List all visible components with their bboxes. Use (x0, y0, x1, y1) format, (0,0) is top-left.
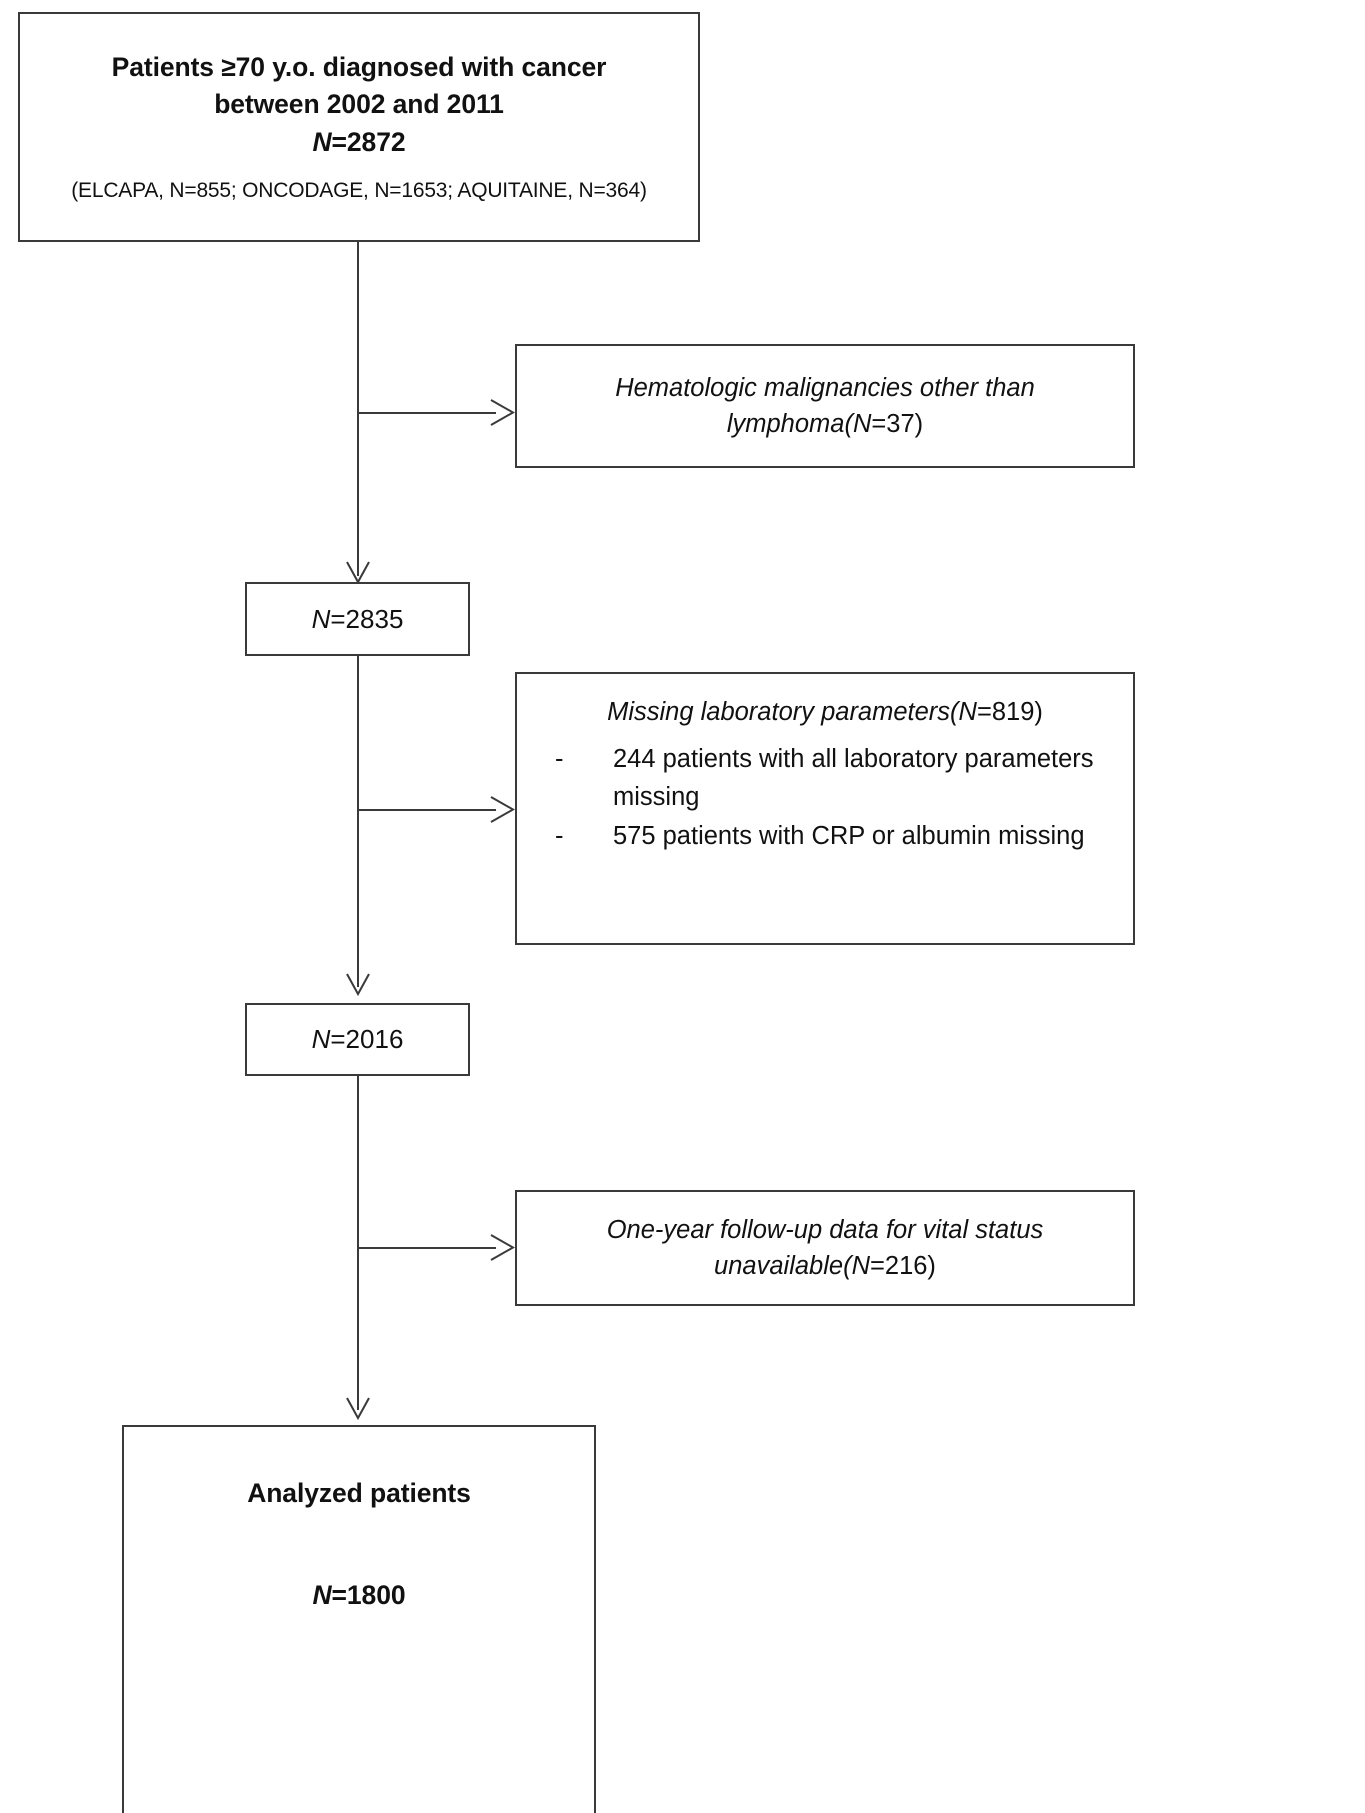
analyzed-n-symbol: N (312, 1579, 332, 1610)
bullet-text: 244 patients with all laboratory paramet… (613, 745, 1094, 812)
node-analyzed-patients: Analyzed patients N=1800 (122, 1425, 596, 1813)
connector-count2-to-analyzed (357, 1075, 359, 1410)
exclusion1-line-2: lymphoma(N=37) (537, 406, 1113, 442)
exclusion1-n-symbol: (N (844, 410, 872, 438)
node-exclusion-hematologic: Hematologic malignancies other than lymp… (515, 344, 1135, 468)
count1-n-symbol: N (311, 603, 331, 634)
analyzed-total-n: N=1800 (138, 1577, 580, 1615)
node-count-2016: N=2016 (245, 1003, 470, 1076)
connector-to-exclusion3 (358, 1247, 496, 1249)
count2-text: N=2016 (312, 1021, 404, 1058)
arrowhead-into-exclusion3 (487, 1233, 517, 1263)
connector-to-exclusion1 (358, 412, 496, 414)
count2-n-value: =2016 (330, 1024, 404, 1055)
source-total-n: N=2872 (34, 124, 684, 162)
connector-to-exclusion2 (358, 809, 496, 811)
node-count-2835: N=2835 (245, 582, 470, 656)
exclusion3-line-1: One-year follow-up data for vital status (606, 1215, 1044, 1244)
bullet-dash-icon: - (555, 745, 564, 774)
exclusion2-heading-label: Missing laboratory parameters (607, 698, 951, 726)
count2-n-symbol: N (311, 1024, 331, 1055)
list-item: - 244 patients with all laboratory param… (533, 740, 1117, 817)
list-item: - 575 patients with CRP or albumin missi… (533, 817, 1117, 855)
exclusion1-line-1: Hematologic malignancies other than (615, 373, 1035, 402)
source-line-2: between 2002 and 2011 (214, 89, 504, 120)
count1-text: N=2835 (312, 601, 404, 638)
exclusion3-n-symbol: (N (843, 1252, 870, 1280)
source-n-symbol: N (312, 126, 332, 157)
exclusion2-bullet-list: - 244 patients with all laboratory param… (533, 740, 1117, 855)
exclusion3-line-2: unavailable(N=216) (537, 1248, 1113, 1284)
exclusion3-label: unavailable (714, 1252, 844, 1280)
exclusion2-n-symbol: (N (950, 698, 977, 726)
exclusion2-heading: Missing laboratory parameters(N=819) (533, 694, 1117, 730)
node-exclusion-missing-labs: Missing laboratory parameters(N=819) - 2… (515, 672, 1135, 945)
exclusion1-label: lymphoma (726, 410, 845, 438)
bullet-dash-icon: - (555, 821, 564, 850)
bullet-text: 575 patients with CRP or albumin missing (613, 821, 1085, 850)
exclusion2-n-value: =819) (976, 698, 1043, 726)
connector-count1-to-count2 (357, 655, 359, 987)
node-exclusion-followup: One-year follow-up data for vital status… (515, 1190, 1135, 1306)
analyzed-label: Analyzed patients (247, 1478, 471, 1508)
count1-n-value: =2835 (330, 603, 404, 634)
source-n-value: =2872 (331, 126, 406, 157)
connector-source-to-count1 (357, 242, 359, 576)
arrowhead-into-exclusion2 (487, 795, 517, 825)
exclusion1-n-value: =37) (871, 410, 924, 438)
source-cohort-breakdown: (ELCAPA, N=855; ONCODAGE, N=1653; AQUITA… (71, 178, 647, 202)
arrowhead-into-exclusion1 (487, 398, 517, 428)
analyzed-n-value: =1800 (331, 1579, 406, 1610)
node-source-population: Patients ≥70 y.o. diagnosed with cancer … (18, 12, 700, 242)
exclusion3-n-value: =216) (870, 1252, 936, 1280)
source-line-1: Patients ≥70 y.o. diagnosed with cancer (111, 51, 607, 82)
